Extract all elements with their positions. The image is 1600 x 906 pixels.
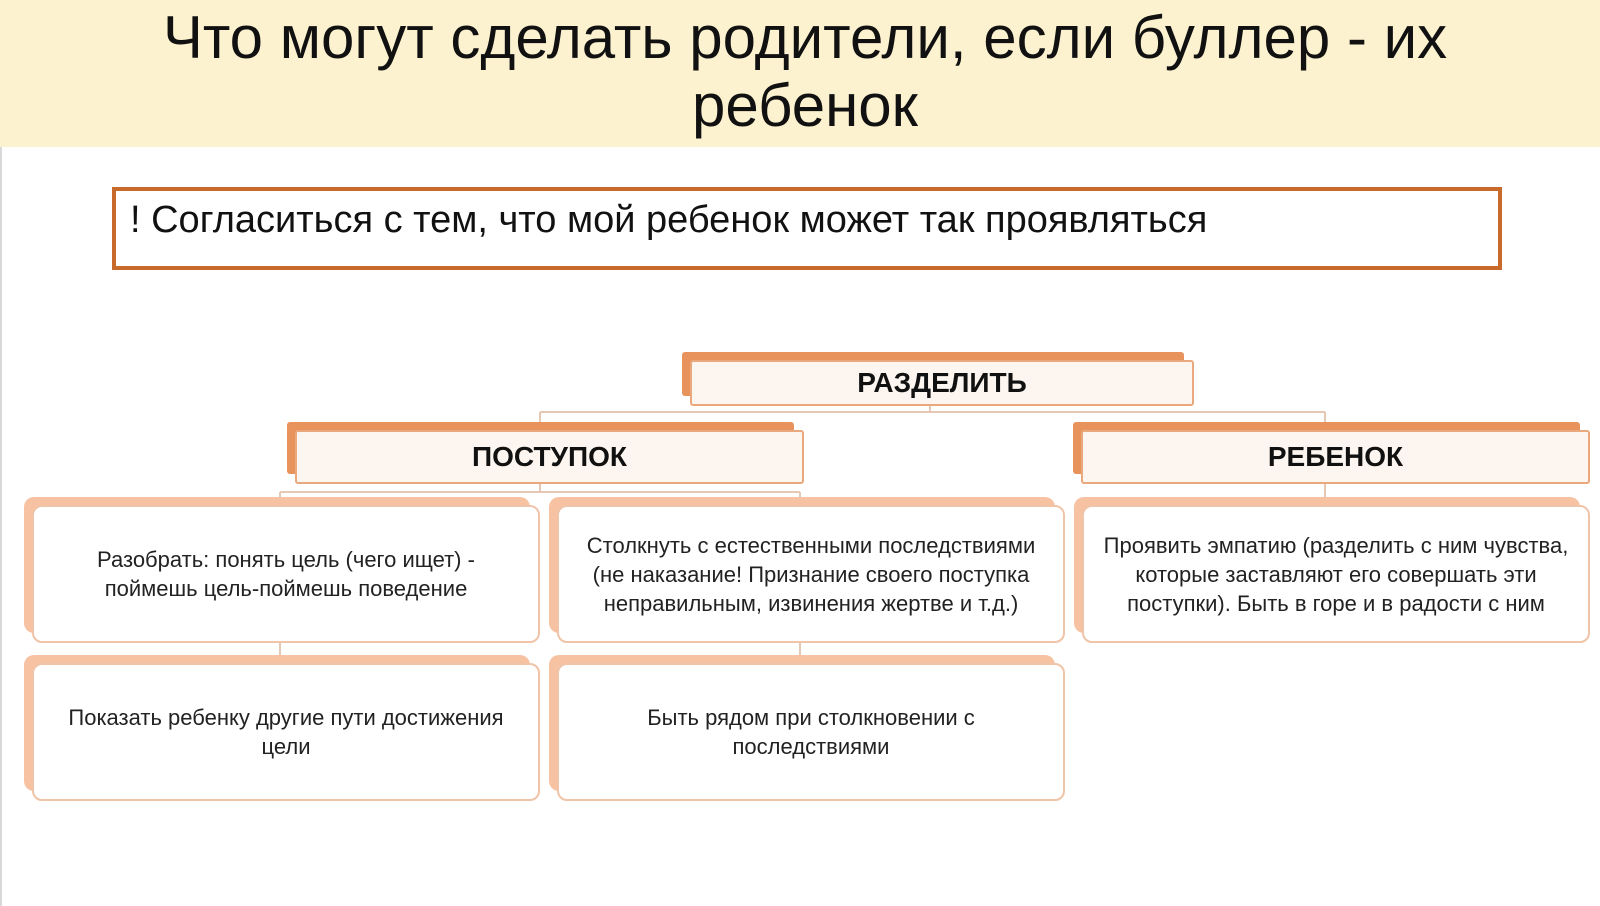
branch-node-child: РЕБЕНОК: [1073, 422, 1590, 484]
leaf-node-act-consequences: Столкнуть с естественными последствиями …: [549, 497, 1065, 643]
slide-title-line2: ребенок: [692, 72, 918, 139]
leaf-node-act-other-ways-text: Показать ребенку другие пути достижения …: [32, 663, 540, 801]
branch-node-act: ПОСТУПОК: [287, 422, 804, 484]
root-node-label: РАЗДЕЛИТЬ: [690, 360, 1194, 406]
slide-title: Что могут сделать родители, если буллер …: [80, 0, 1530, 140]
branch-node-child-label: РЕБЕНОК: [1081, 430, 1590, 484]
slide-title-line1: Что могут сделать родители, если буллер …: [162, 4, 1448, 71]
leaf-node-act-other-ways: Показать ребенку другие пути достижения …: [24, 655, 540, 801]
leaf-node-act-consequences-text: Столкнуть с естественными последствиями …: [557, 505, 1065, 643]
connector-act-leaves: [279, 483, 801, 500]
connector-root-branches: [539, 404, 1326, 424]
leaf-node-child-empathy-text: Проявить эмпатию (разделить с ним чувств…: [1082, 505, 1590, 643]
leaf-node-act-be-near-text: Быть рядом при столкновении с последстви…: [557, 663, 1065, 801]
leaf-node-act-understand: Разобрать: понять цель (чего ищет) - пой…: [24, 497, 540, 643]
root-node: РАЗДЕЛИТЬ: [682, 352, 1194, 406]
title-band: [0, 0, 1600, 147]
leaf-node-child-empathy: Проявить эмпатию (разделить с ним чувств…: [1074, 497, 1590, 643]
branch-node-act-label: ПОСТУПОК: [295, 430, 804, 484]
connector-act-vertical: [279, 642, 801, 656]
leaf-node-act-be-near: Быть рядом при столкновении с последстви…: [549, 655, 1065, 801]
statement-text: ! Согласиться с тем, что мой ребенок мож…: [130, 199, 1208, 241]
leaf-node-act-understand-text: Разобрать: понять цель (чего ищет) - пой…: [32, 505, 540, 643]
left-edge-line: [0, 147, 2, 906]
statement-box: ! Согласиться с тем, что мой ребенок мож…: [112, 187, 1502, 270]
